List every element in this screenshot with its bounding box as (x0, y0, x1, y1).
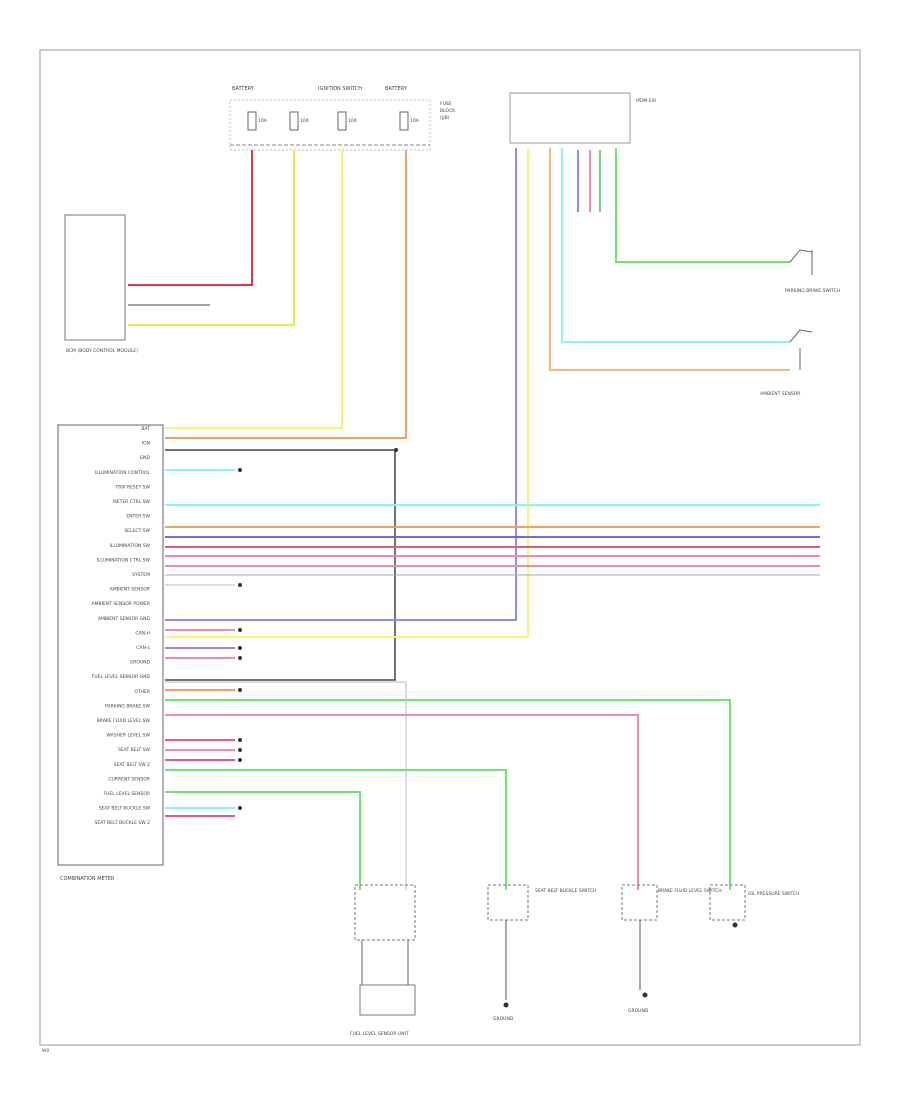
ipdm-label: IPDM E/R (636, 98, 656, 104)
meter-pin-label: CURRENT SENSOR (108, 776, 150, 782)
meter-pin-label: METER CTRL SW (113, 499, 151, 505)
fuse-label-1: 10A (258, 118, 268, 124)
ground-right-label: GROUND (628, 1008, 649, 1014)
meter-label: COMBINATION METER (60, 876, 115, 882)
switch-wires (165, 681, 731, 890)
meter-pin-label: FUEL LEVEL SENSOR (104, 791, 150, 797)
fuse-block-label-1: FUSE (440, 101, 452, 107)
meter-pin-label: OTHER (134, 689, 150, 695)
meter-pin-label: GND (140, 455, 151, 461)
meter-pin-label: ILLUMINATION SW (110, 543, 151, 549)
bcm-label: BCM (BODY CONTROL MODULE) (66, 348, 138, 354)
oil-sw-label: OIL PRESSURE SWITCH (748, 891, 800, 897)
seatbelt-switch (487, 884, 529, 1008)
fuse-block-label-2: BLOCK (440, 108, 456, 114)
meter-pin-label: SEAT BELT BUCKLE SW 2 (95, 820, 151, 826)
bus-wires (165, 504, 820, 576)
fuse-block (229, 99, 431, 151)
meter-pin-label: AMBIENT SENSOR GND (98, 616, 151, 622)
meter-pin-label: IGN (142, 441, 150, 447)
meter-pin-label: TRIP RESET SW (114, 484, 150, 490)
meter-pin-label: PARKING BRAKE SW (105, 703, 150, 709)
meter-pin-label: AMBIENT SENSOR POWER (92, 601, 150, 607)
meter-pin-label: ENTER SW (126, 514, 150, 520)
meter-pin-label: BAT (141, 426, 150, 432)
stub-wires (165, 469, 235, 817)
meter-pin-label: WASHER LEVEL SW (107, 733, 151, 739)
fuse-label-2: 10A (300, 118, 310, 124)
ambient-sensor-label: AMBIENT SENSOR (760, 391, 800, 397)
seatbelt-sw-label: SEAT BELT BUCKLE SWITCH (535, 888, 597, 894)
diagram-frame (39, 49, 861, 1046)
ambient-sensor-symbols (789, 249, 813, 370)
bcm-box (64, 214, 126, 341)
meter-pin-label: SYSTEM (132, 572, 150, 578)
fuel-level-sensor (354, 884, 416, 1016)
fuse-label-4: 10A (410, 118, 420, 124)
ground-left-label: GROUND (493, 1016, 514, 1022)
parking-sw-label: PARKING BRAKE SWITCH (785, 288, 840, 294)
power-label-2: IGNITION SWITCH (318, 86, 362, 92)
power-label-3: BATTERY (385, 86, 408, 92)
meter-pin-label: CAN-L (136, 645, 150, 651)
meter-pin-label: AMBIENT SENSOR (110, 587, 150, 593)
meter-pin-label: SEAT BELT SW 2 (114, 762, 150, 768)
meter-pin-label: GROUND (130, 660, 151, 666)
fuse-block-label-3: (J/B) (440, 115, 450, 121)
meter-pin-label: SEAT BELT SW (118, 747, 150, 753)
meter-pin-label: SEAT BELT BUCKLE SW (99, 806, 151, 812)
power-label-1: BATTERY (232, 86, 255, 92)
fuse-label-3: 10A (348, 118, 358, 124)
meter-pin-label: ILLUMINATION CTRL SW (97, 557, 151, 563)
supply-wires (128, 150, 407, 439)
meter-pin-label: SELECT SW (124, 528, 150, 534)
footer-code: W0 (42, 1048, 49, 1054)
meter-pin-label: CAN-H (135, 630, 150, 636)
ipdm-wires (165, 148, 790, 638)
junction-dots (238, 448, 398, 810)
brake-switch (621, 884, 658, 998)
meter-pin-label: ILLUMINATION CONTROL (95, 470, 151, 476)
combination-meter-box (57, 424, 164, 866)
oil-pressure-switch (709, 884, 746, 928)
brake-sw-label: BRAKE FLUID LEVEL SWITCH (658, 888, 722, 894)
meter-pin-label: FUEL LEVEL SENSOR GND (92, 674, 151, 680)
meter-pin-labels: BAT IGN GND ILLUMINATION CONTROL TRIP RESET … (92, 426, 151, 826)
fuel-sender-label: FUEL LEVEL SENSOR UNIT (350, 1031, 409, 1037)
meter-pin-label: BRAKE FLUID LEVEL SW (97, 718, 151, 724)
ipdm-box (509, 92, 631, 144)
